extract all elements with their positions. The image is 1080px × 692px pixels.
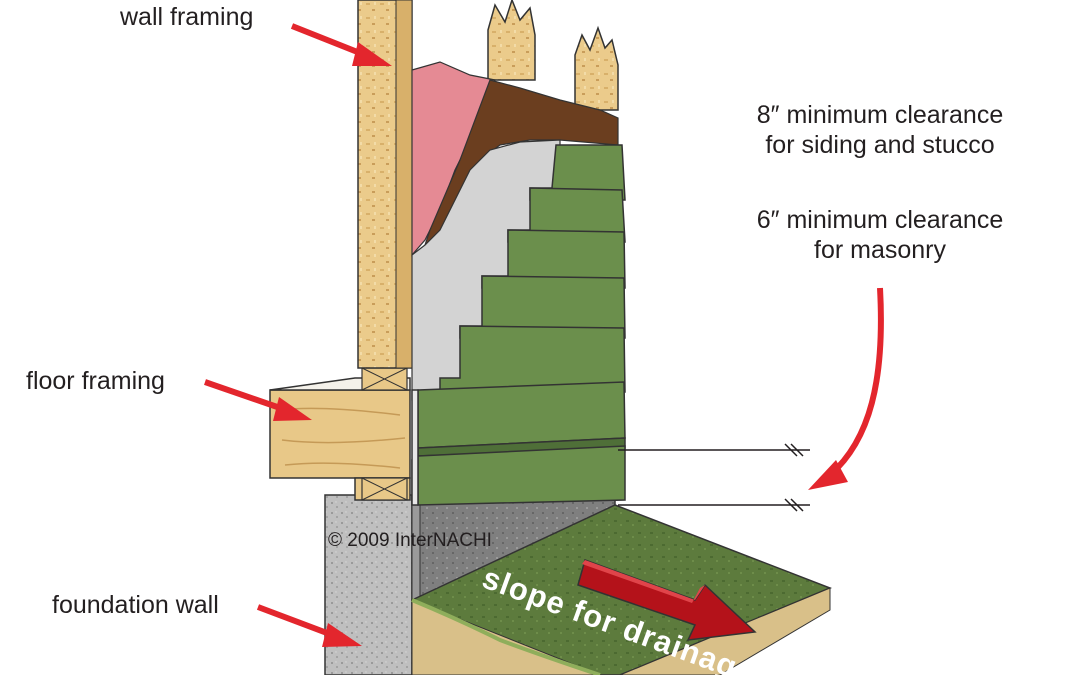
- wall-framing-shape: [357, 0, 619, 369]
- wall-framing-arrow: [290, 23, 392, 66]
- masonry-clearance-line2: for masonry: [814, 236, 946, 264]
- pointer-arrows: [204, 23, 884, 647]
- wall-section-diagram: [204, 0, 884, 675]
- floor-framing-shape: [269, 367, 411, 501]
- floor-framing-label: floor framing: [26, 367, 165, 395]
- masonry-clearance-arrow: [808, 287, 884, 490]
- masonry-clearance-line1: 6″ minimum clearance: [756, 206, 1004, 234]
- siding-clearance-label: 8″ minimum clearance for siding and stuc…: [730, 100, 1030, 160]
- masonry-clearance-label: 6″ minimum clearance for masonry: [730, 205, 1030, 265]
- drainage-arrow: [577, 559, 757, 641]
- wall-framing-label: wall framing: [120, 3, 254, 31]
- copyright-symbol: ©: [328, 530, 342, 551]
- copyright-text: 2009 InterNACHI: [347, 530, 492, 551]
- copyright-notice: © 2009 InterNACHI: [328, 530, 492, 552]
- floor-framing-arrow: [204, 379, 312, 421]
- siding-shape: [411, 144, 626, 506]
- clearance-dimension-lines: [618, 443, 810, 512]
- siding-clearance-line1: 8″ minimum clearance: [756, 101, 1004, 129]
- siding-clearance-line2: for siding and stucco: [765, 131, 995, 159]
- foundation-wall-label: foundation wall: [52, 591, 219, 619]
- foundation-wall-arrow: [256, 604, 362, 647]
